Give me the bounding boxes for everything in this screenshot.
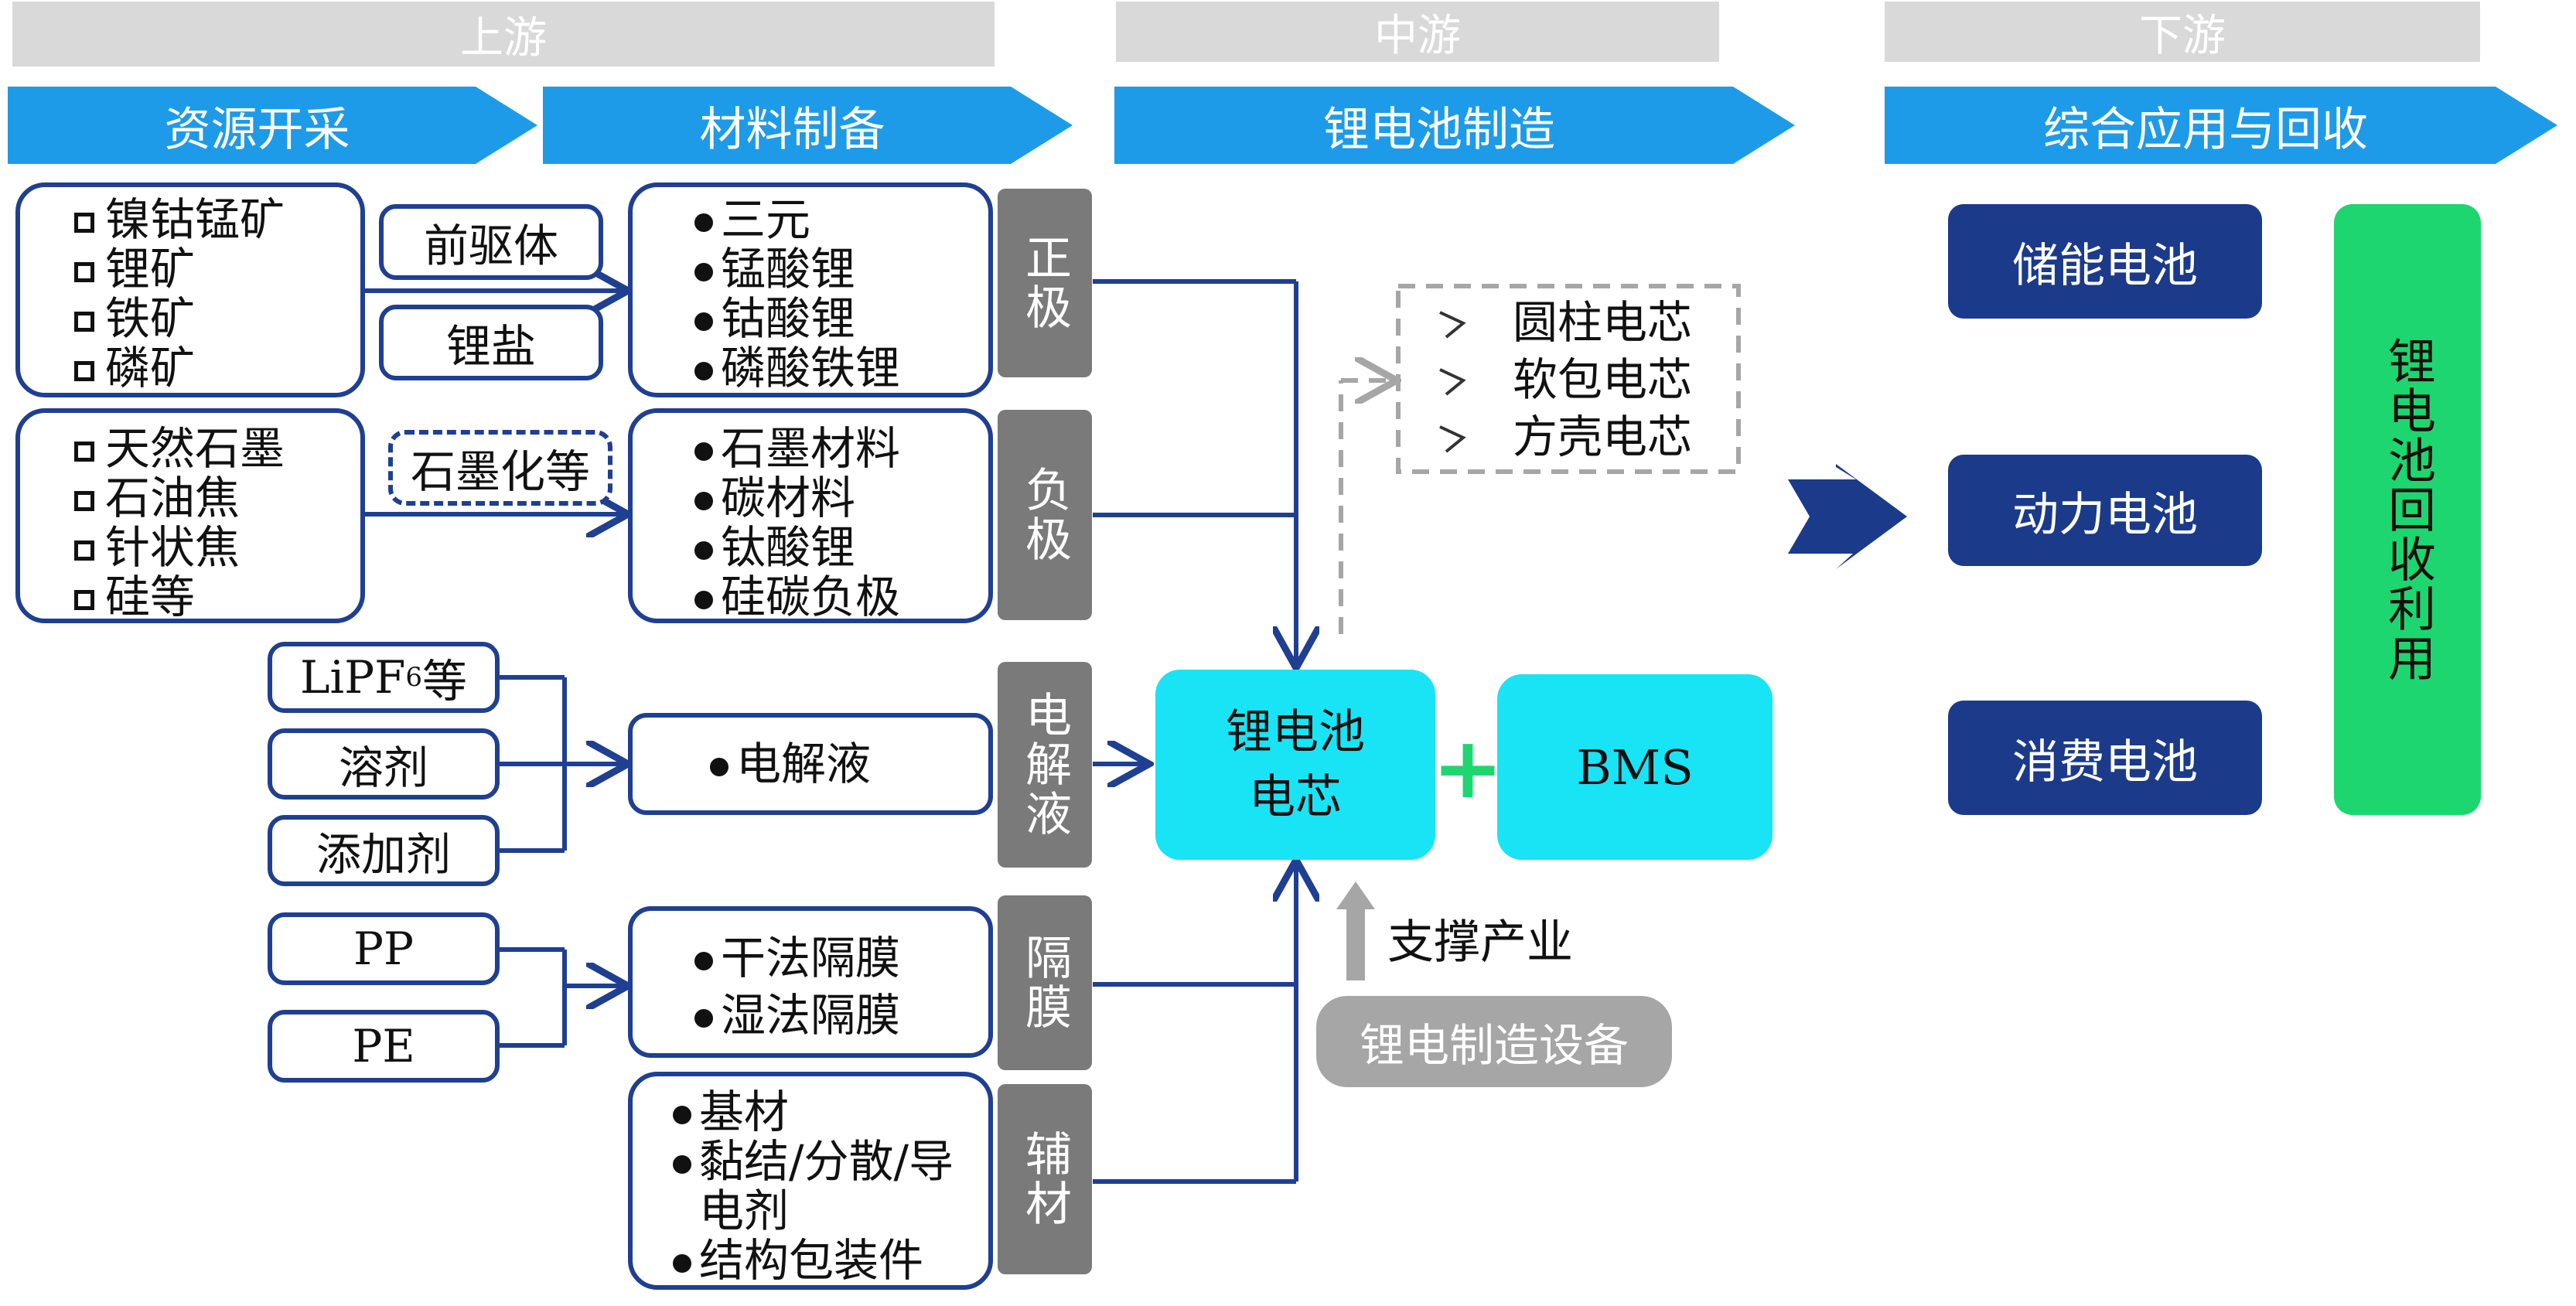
bullet-icon [694,312,713,331]
list-item: 硅碳负极 [633,572,988,622]
bullet-icon [694,951,713,970]
raw-group-anode: 天然石墨 石油焦 针状焦 硅等 [15,408,365,623]
anode-materials: 石墨材料 碳材料 钛酸锂 硅碳负极 [628,408,993,623]
stage-upstream: 上游 [12,2,995,66]
list-item: 磷矿 [20,343,360,393]
additive-box: 添加剂 [268,815,500,886]
label-cathode: 正极 [998,189,1092,377]
app-consumer-battery: 消费电池 [1948,701,2262,815]
checkbox-icon [74,261,94,282]
checkbox-icon [74,540,94,561]
bullet-icon [694,262,713,281]
label-anode: 负极 [998,410,1092,620]
header-materials: 材料制备 [543,87,1073,164]
list-item: 石油焦 [20,473,360,523]
battery-cell-box: 锂电池 电芯 [1155,670,1435,860]
checkbox-icon [74,212,94,233]
bullet-icon [694,590,713,609]
bullet-icon [694,1008,713,1028]
label-electrolyte: 电解液 [998,662,1092,868]
recycling-box: 锂电池回收利用 [2334,204,2481,815]
bullet-icon [694,361,713,380]
list-item: 镍钴锰矿 [20,195,360,244]
cathode-materials: 三元 锰酸锂 钴酸锂 磷酸铁锂 [628,182,993,397]
list-item: 三元 [633,195,988,244]
list-item: 方壳电芯 [1513,411,1693,463]
list-item: 湿法隔膜 [633,987,988,1044]
bullet-icon [673,1253,691,1273]
support-label: 支撑产业 [1387,916,1573,970]
label-separator: 隔膜 [998,895,1092,1070]
precursor-box: 前驱体 [379,204,603,280]
solvent-box: 溶剂 [268,728,500,800]
electrolyte-material: 电解液 [628,713,993,815]
bullet-icon [694,540,713,560]
pe-box: PE [268,1010,500,1083]
list-item: 黏结/分散/导 [633,1137,988,1186]
bullet-icon [710,757,728,776]
list-item: 锂矿 [20,244,360,294]
list-item: 硅等 [20,572,360,622]
app-storage-battery: 储能电池 [1948,204,2262,319]
label-auxiliary: 辅材 [998,1084,1092,1274]
graphitization-box: 石墨化等 [388,430,612,506]
pp-box: PP [268,912,500,985]
list-item: 电剂 [699,1185,790,1237]
equipment-box: 锂电制造设备 [1316,996,1672,1087]
list-item: 软包电芯 [1513,353,1693,406]
separator-materials: 干法隔膜 湿法隔膜 [628,906,993,1058]
header-battery-mfg: 锂电池制造 [1114,87,1795,164]
checkbox-icon [74,589,94,610]
list-item: 磷酸铁锂 [633,343,988,393]
list-item: 结构包装件 [633,1236,988,1285]
list-item: 天然石墨 [20,424,360,473]
bms-box: BMS [1497,674,1772,860]
auxiliary-materials: 基材 黏结/分散/导 电剂 结构包装件 [628,1072,993,1290]
plus-icon: + [1431,718,1504,817]
list-item: 干法隔膜 [633,929,988,987]
stage-midstream: 中游 [1116,2,1719,62]
bullet-icon [673,1105,691,1124]
list-item: 基材 [633,1087,988,1137]
stage-downstream: 下游 [1885,2,2480,62]
raw-group-cathode: 镍钴锰矿 锂矿 铁矿 磷矿 [15,182,365,397]
list-item: 电解液 [633,739,871,789]
header-application: 综合应用与回收 [1885,87,2557,164]
list-item: 碳材料 [633,473,988,523]
checkbox-icon [74,490,94,511]
list-item: 钴酸锂 [633,294,988,343]
list-item: 钛酸锂 [633,523,988,572]
header-resource: 资源开采 [8,87,537,164]
list-item: 铁矿 [20,294,360,343]
bullet-icon [694,442,713,461]
lithium-salt-box: 锂盐 [379,305,603,380]
bullet-icon [694,491,713,510]
checkbox-icon [74,311,94,332]
list-item: 锰酸锂 [633,244,988,294]
list-item: 石墨材料 [633,424,988,473]
cell-types-list: 圆柱电芯 软包电芯 方壳电芯 [1513,294,1737,465]
list-item: 针状焦 [20,523,360,572]
bullet-icon [694,213,713,232]
list-item: 圆柱电芯 [1513,296,1693,349]
checkbox-icon [74,360,94,381]
app-power-battery: 动力电池 [1948,455,2262,566]
bullet-icon [673,1154,691,1174]
checkbox-icon [74,441,94,462]
